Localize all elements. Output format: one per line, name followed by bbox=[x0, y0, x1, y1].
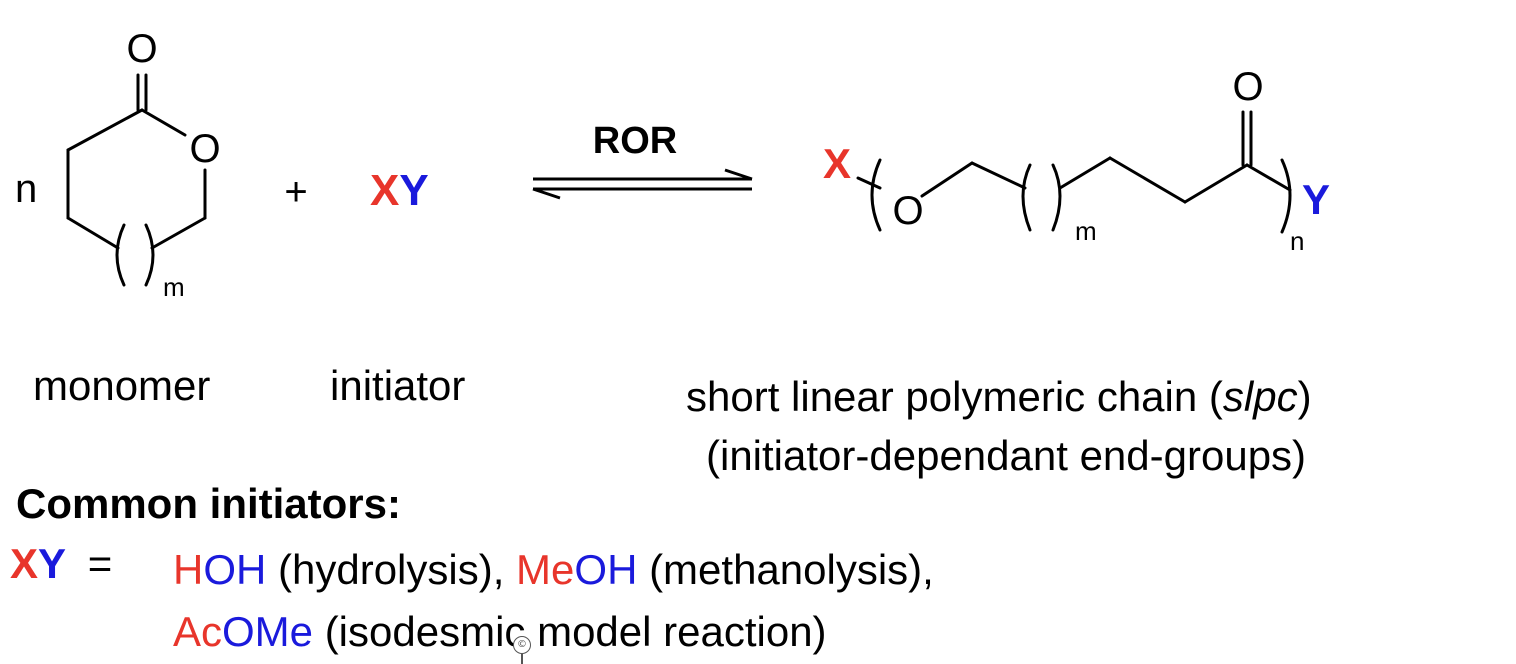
xy-equals: = bbox=[87, 540, 113, 587]
initiator-y: Y bbox=[399, 166, 428, 215]
line1-segment: (methanolysis), bbox=[637, 546, 934, 593]
product-n-subscript: n bbox=[1290, 226, 1304, 256]
common-initiators-heading: Common initiators: bbox=[16, 480, 401, 527]
monomer-paren-left bbox=[115, 223, 126, 287]
reaction-label: ROR bbox=[593, 120, 677, 162]
chain-bond-5 bbox=[1183, 163, 1249, 204]
initiator-x: X bbox=[370, 166, 399, 215]
cursor-icon: © bbox=[513, 636, 531, 654]
equilibrium-arrows bbox=[532, 168, 753, 200]
forward-arrow-head bbox=[724, 168, 753, 181]
monomer-paren-right bbox=[144, 223, 155, 287]
product-caption-prefix: short linear polymeric chain ( bbox=[686, 373, 1223, 420]
product-m-paren-right bbox=[1051, 163, 1062, 232]
line1-segment: (hydrolysis), bbox=[266, 546, 517, 593]
ring-bond-to-o bbox=[140, 108, 187, 137]
chain-bond-4 bbox=[1108, 156, 1187, 204]
product-caption-line1: short linear polymeric chain (slpc) bbox=[686, 373, 1312, 421]
product-caption-line2: (initiator-dependant end-groups) bbox=[706, 432, 1307, 479]
product-structure bbox=[856, 110, 1292, 234]
monomer-n-subscript: n bbox=[15, 167, 37, 211]
initiators-line-1: HOH (hydrolysis), MeOH (methanolysis), bbox=[173, 546, 934, 594]
chain-bond-3 bbox=[1058, 156, 1112, 190]
reverse-arrow-head bbox=[532, 187, 561, 200]
monomer-carbonyl-o: O bbox=[126, 27, 157, 71]
monomer-m-subscript: m bbox=[163, 272, 185, 302]
product-paren-outer-left bbox=[870, 158, 882, 232]
ring-bond-bottom-left bbox=[66, 216, 120, 250]
ring-bond-bottom-right bbox=[150, 216, 207, 250]
product-carbonyl-o: O bbox=[1232, 65, 1263, 109]
carbonyl-y-bond bbox=[1245, 163, 1292, 192]
line2-segment: OMe bbox=[222, 608, 314, 655]
line1-segment: OH bbox=[203, 546, 267, 593]
chain-bond-2 bbox=[970, 161, 1027, 190]
monomer-structure bbox=[66, 73, 207, 287]
plus-sign: + bbox=[284, 170, 307, 214]
product-x: X bbox=[823, 140, 851, 187]
product-paren-outer-right bbox=[1280, 158, 1292, 234]
product-caption-suffix: ) bbox=[1297, 373, 1312, 420]
line1-segment: OH bbox=[574, 546, 638, 593]
line2-segment: (isodesmic model reaction) bbox=[313, 608, 827, 655]
cursor-stem bbox=[521, 654, 523, 664]
initiator-caption: initiator bbox=[330, 362, 466, 409]
ring-bond-top-left bbox=[66, 108, 144, 152]
product-m-subscript: m bbox=[1075, 216, 1097, 246]
xy-equals-label: XY = bbox=[10, 540, 112, 588]
x-o-bond bbox=[856, 176, 882, 190]
product-y: Y bbox=[1302, 176, 1330, 223]
initiators-line-2: AcOMe (isodesmic model reaction) bbox=[173, 608, 827, 656]
initiator-formula: XY bbox=[370, 166, 429, 215]
line1-segment: H bbox=[173, 546, 204, 593]
xy-x: X bbox=[10, 540, 39, 587]
product-o: O bbox=[892, 189, 923, 233]
line2-segment: Ac bbox=[173, 608, 223, 655]
monomer-caption: monomer bbox=[33, 362, 211, 409]
line1-segment: Me bbox=[516, 546, 575, 593]
chain-bond-1 bbox=[920, 161, 974, 198]
xy-y: Y bbox=[38, 540, 67, 587]
monomer-ring-o: O bbox=[189, 127, 220, 171]
product-caption-abbrev: slpc bbox=[1222, 373, 1298, 420]
product-m-paren-left bbox=[1021, 163, 1032, 232]
